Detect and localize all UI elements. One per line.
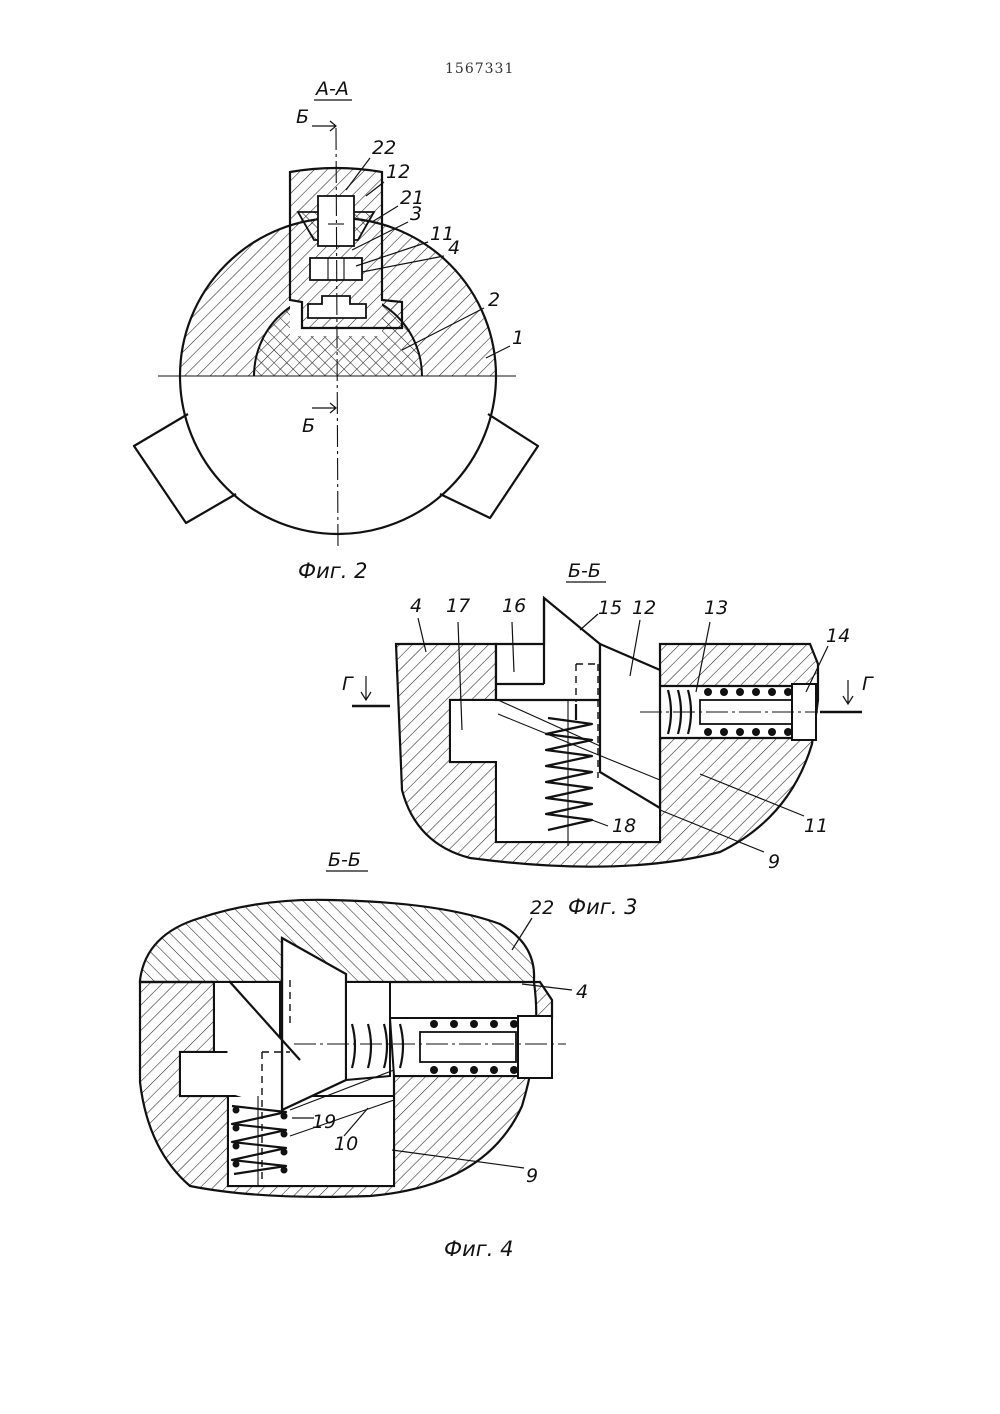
fig3-section-title: Б-Б [568, 560, 601, 582]
fig3-caption: Фиг. 3 [568, 895, 637, 919]
fig4-label-9: 9 [526, 1165, 538, 1187]
figure-2: Б Б А-А 22 12 21 3 11 4 2 1 Фиг. 2 [134, 78, 538, 583]
fig2-label-4: 4 [448, 237, 460, 259]
fig2-cut-mark-top: Б [296, 106, 309, 128]
fig4-section-title: Б-Б [328, 849, 361, 871]
figure-3: Б-Б [342, 560, 874, 919]
fig3-label-9: 9 [768, 851, 780, 873]
fig2-right-lug [440, 414, 538, 518]
fig3-label-15: 15 [598, 597, 622, 619]
fig4-screw-plug [518, 1016, 552, 1078]
fig3-label-16: 16 [502, 595, 526, 617]
fig3-label-11: 11 [804, 815, 828, 837]
fig3-label-17: 17 [446, 595, 470, 617]
fig2-pin-bush [310, 258, 362, 280]
fig3-cut-mark-right: Г [862, 673, 874, 695]
fig3-label-18: 18 [612, 815, 636, 837]
fig2-section-title: А-А [314, 78, 349, 100]
fig4-label-19: 19 [312, 1111, 336, 1133]
figure-4: Б-Б [140, 849, 588, 1261]
fig2-left-lug [134, 414, 236, 523]
fig3-label-13: 13 [704, 597, 728, 619]
fig2-label-22: 22 [372, 137, 396, 159]
fig3-label-14: 14 [826, 625, 850, 647]
fig2-caption: Фиг. 2 [298, 559, 367, 583]
fig2-label-1: 1 [512, 327, 524, 349]
fig2-cut-mark-bottom: Б [302, 415, 315, 437]
fig4-label-10: 10 [334, 1133, 358, 1155]
fig2-label-12: 12 [386, 161, 410, 183]
fig4-caption: Фиг. 4 [444, 1237, 513, 1261]
fig2-label-2: 2 [488, 289, 500, 311]
fig3-label-4: 4 [410, 595, 422, 617]
fig2-label-3: 3 [410, 203, 422, 225]
fig3-cut-mark-left: Г [342, 673, 354, 695]
fig4-label-22: 22 [530, 897, 554, 919]
fig4-label-4: 4 [576, 981, 588, 1003]
patent-number: 1567331 [445, 61, 514, 77]
fig3-label-12: 12 [632, 597, 656, 619]
